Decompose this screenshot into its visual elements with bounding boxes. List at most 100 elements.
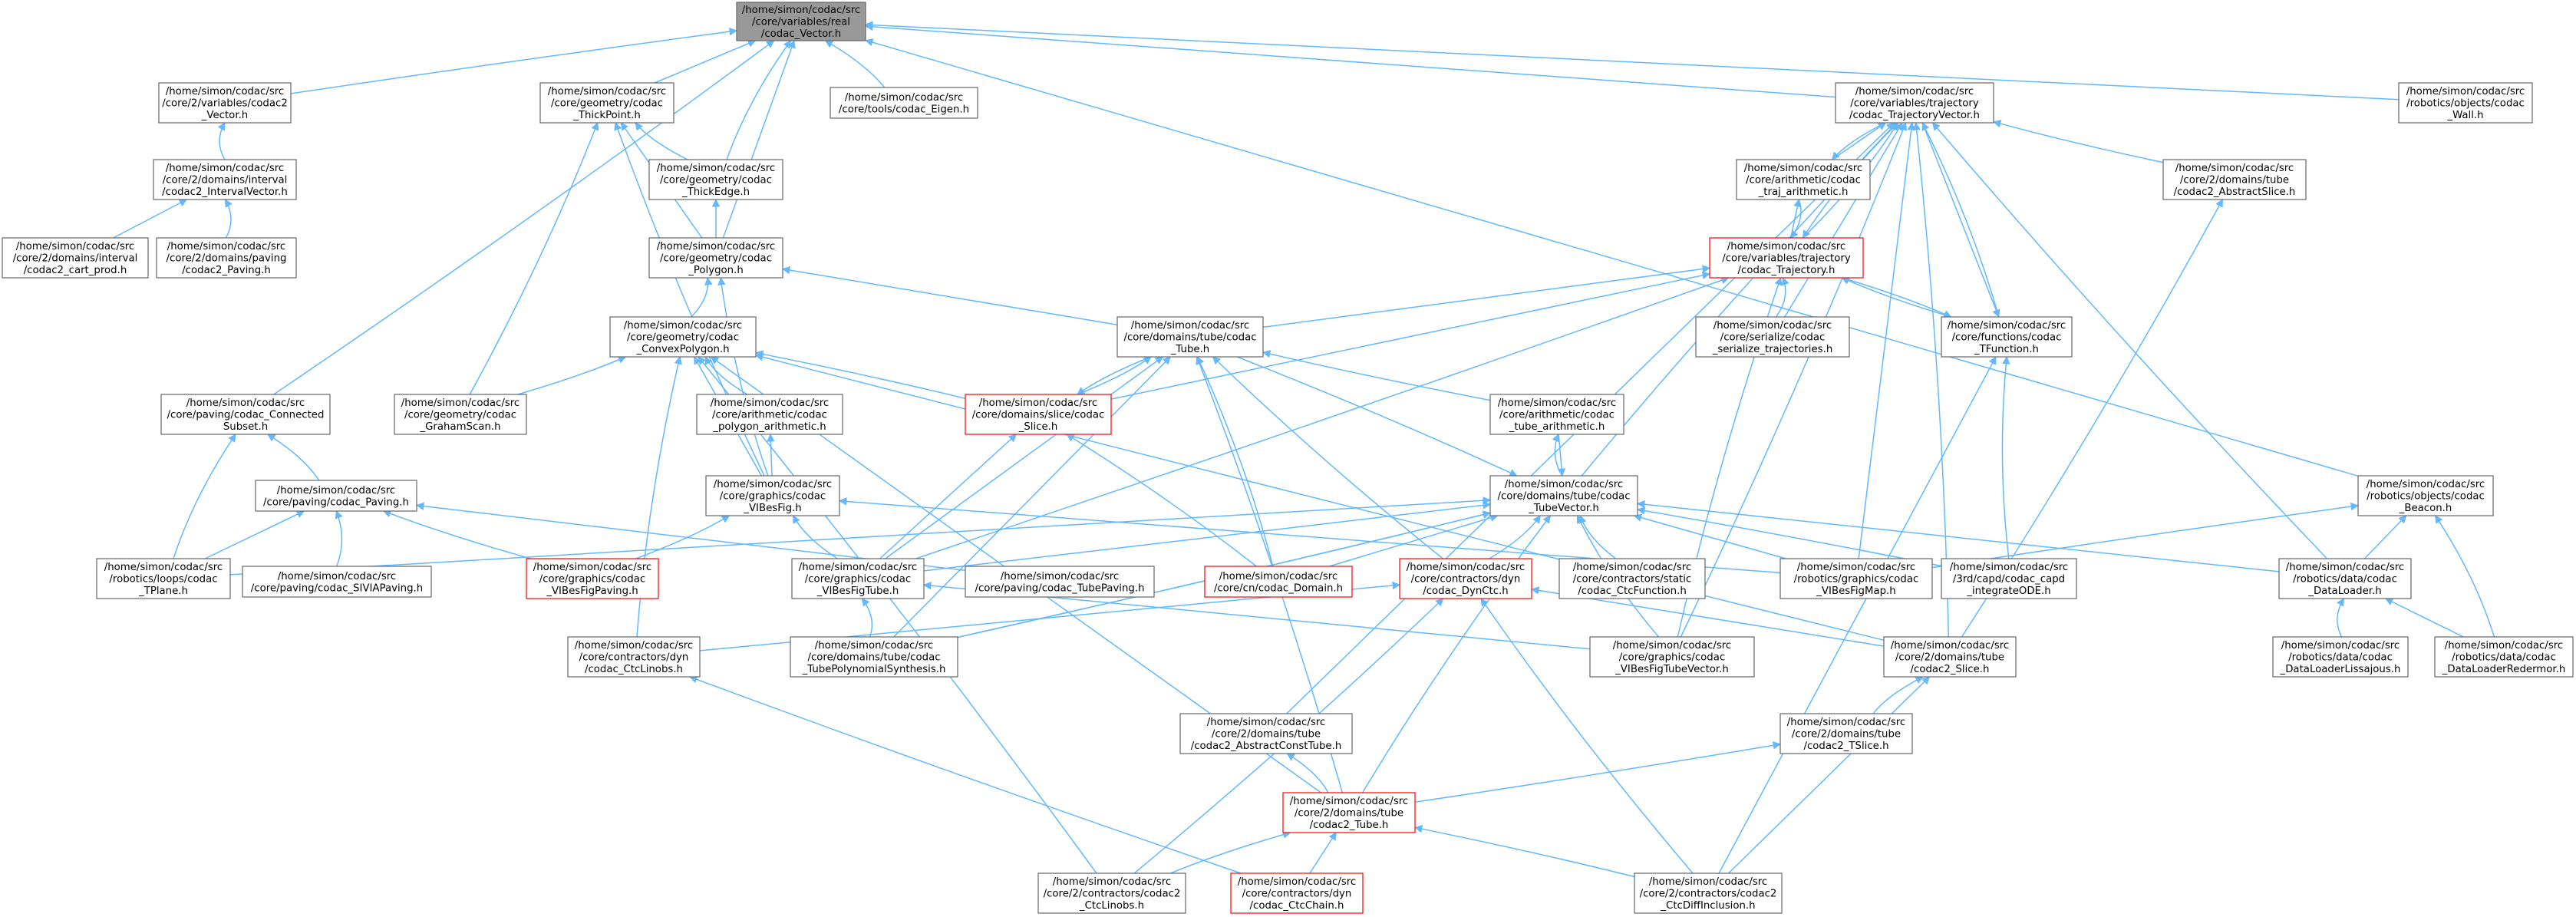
node-label-line: _TPlane.h	[138, 585, 188, 597]
node-n-connected[interactable]: /home/simon/codac/src/core/paving/codac_…	[160, 394, 331, 435]
node-label-line: /home/simon/codac/src	[575, 640, 694, 651]
node-n-domain[interactable]: /home/simon/codac/src/core/cn/codac_Doma…	[1204, 566, 1353, 598]
node-n-vibesfigmap[interactable]: /home/simon/codac/src/robotics/graphics/…	[1779, 558, 1933, 599]
node-box	[1634, 872, 1783, 914]
node-label-line: _CtcDiffInclusion.h	[1660, 900, 1755, 912]
node-label-line: _polygon_arithmetic.h	[712, 421, 826, 433]
node-label-line: /core/tools/codac_Eigen.h	[839, 104, 969, 115]
node-n-trajarith[interactable]: /home/simon/codac/src/core/arithmetic/co…	[1736, 159, 1871, 200]
node-n-ctcchain[interactable]: /home/simon/codac/src/core/contractors/d…	[1230, 872, 1364, 914]
node-box	[1179, 713, 1353, 754]
edge-n_thickpoint-to-root	[654, 39, 757, 84]
node-n-ctcdiffinclusion[interactable]: /home/simon/codac/src/core/2/contractors…	[1634, 872, 1783, 914]
node-n-convexpolygon[interactable]: /home/simon/codac/src/core/geometry/coda…	[609, 316, 757, 358]
edge-n_vibesfig-to-n_polyarith	[767, 433, 775, 477]
node-n-vibesfigpaving[interactable]: /home/simon/codac/src/core/graphics/coda…	[526, 558, 659, 599]
node-label-line: /home/simon/codac/src	[2406, 86, 2525, 97]
node-label-line: _DataLoaderLissajous.h	[2280, 664, 2401, 675]
node-n-dataloader[interactable]: /home/simon/codac/src/robotics/data/coda…	[2278, 558, 2412, 599]
edge-n_trajectory-to-n_tfunction	[1842, 277, 1952, 318]
node-label-line: /core/variables/trajectory	[1722, 253, 1851, 265]
node-n-sivia[interactable]: /home/simon/codac/src/core/paving/codac_…	[242, 566, 432, 598]
node-n-wall[interactable]: /home/simon/codac/src/robotics/objects/c…	[2398, 82, 2533, 124]
node-label-line: _Polygon.h	[688, 265, 744, 276]
node-n-cartprod[interactable]: /home/simon/codac/src/core/2/domains/int…	[2, 237, 149, 279]
node-n-grahamscan[interactable]: /home/simon/codac/src/core/geometry/coda…	[394, 394, 527, 435]
node-label-line: /core/domains/tube/codac	[1497, 491, 1630, 503]
node-n-lissajous[interactable]: /home/simon/codac/src/robotics/data/coda…	[2272, 636, 2409, 678]
node-n-thickpoint[interactable]: /home/simon/codac/src/core/geometry/coda…	[539, 82, 675, 124]
node-n-serialize[interactable]: /home/simon/codac/src/core/serialize/cod…	[1695, 316, 1850, 358]
node-label-line: /robotics/data/codac	[2293, 574, 2397, 585]
node-box	[1589, 636, 1755, 678]
node-n-thickedge[interactable]: /home/simon/codac/src/core/geometry/coda…	[648, 159, 783, 200]
node-n-eigen[interactable]: /home/simon/codac/src/core/tools/codac_E…	[830, 87, 978, 119]
node-n-intervalvector2[interactable]: /home/simon/codac/src/core/2/domains/int…	[153, 159, 297, 200]
node-n-tube2[interactable]: /home/simon/codac/src/core/2/domains/tub…	[1282, 792, 1416, 833]
node-label-line: /core/2/domains/tube	[2180, 175, 2289, 186]
node-label-line: /home/simon/codac/src	[624, 320, 743, 332]
node-n-capd[interactable]: /home/simon/codac/src/3rd/capd/codac_cap…	[1941, 558, 2077, 599]
node-n-trajvector[interactable]: /home/simon/codac/src/core/variables/tra…	[1835, 82, 1994, 124]
edge-n_grahamscan-to-n_convexpolygon	[517, 355, 627, 395]
node-box	[526, 558, 659, 599]
node-n-abstractconsttube[interactable]: /home/simon/codac/src/core/2/domains/tub…	[1179, 713, 1353, 754]
node-label-line: /home/simon/codac/src	[2286, 562, 2405, 573]
edge-n_serialize-to-n_trajvector	[1784, 122, 1903, 318]
node-box	[1230, 872, 1364, 914]
node-label-line: _TFunction.h	[1974, 344, 2039, 355]
node-n-polygon[interactable]: /home/simon/codac/src/core/geometry/coda…	[648, 237, 783, 279]
node-n-paving2[interactable]: /home/simon/codac/src/core/2/domains/pav…	[156, 237, 297, 279]
node-n-beacon[interactable]: /home/simon/codac/src/robotics/objects/c…	[2357, 475, 2494, 516]
node-n-vector2[interactable]: /home/simon/codac/src/core/2/variables/c…	[158, 82, 292, 124]
node-n-ctclinobs[interactable]: /home/simon/codac/src/core/contractors/d…	[567, 636, 701, 678]
edge-n_tube-to-n_trajectory	[1262, 265, 1711, 328]
node-n-tplane[interactable]: /home/simon/codac/src/robotics/loops/cod…	[96, 558, 231, 599]
node-n-vibesfig[interactable]: /home/simon/codac/src/core/graphics/coda…	[705, 475, 840, 516]
node-n-paving[interactable]: /home/simon/codac/src/core/paving/codac_…	[255, 480, 417, 512]
node-n-tslice2[interactable]: /home/simon/codac/src/core/2/domains/tub…	[1779, 713, 1913, 754]
node-n-trajectory[interactable]: /home/simon/codac/src/core/variables/tra…	[1709, 237, 1864, 279]
edge-n_vector2-to-root	[290, 27, 738, 94]
node-n-polyarith[interactable]: /home/simon/codac/src/core/arithmetic/co…	[696, 394, 843, 435]
node-label-line: _VIBesFigMap.h	[1816, 585, 1895, 597]
edge-n_intervalvector2-to-n_vector2	[217, 122, 226, 160]
node-n-tubearith[interactable]: /home/simon/codac/src/core/arithmetic/co…	[1489, 394, 1624, 435]
node-label-line: /robotics/graphics/codac	[1794, 574, 1919, 585]
node-n-vibesfigtubevector[interactable]: /home/simon/codac/src/core/graphics/coda…	[1589, 636, 1755, 678]
node-root[interactable]: /home/simon/codac/src/core/variables/rea…	[736, 2, 866, 41]
node-n-slice2[interactable]: /home/simon/codac/src/core/2/domains/tub…	[1883, 636, 2017, 678]
node-n-tfunction[interactable]: /home/simon/codac/src/core/functions/cod…	[1941, 316, 2073, 358]
node-box	[790, 636, 958, 678]
edge-n_wall-to-root	[864, 21, 2400, 101]
node-label-line: _tube_arithmetic.h	[1509, 421, 1605, 433]
node-n-redermor[interactable]: /home/simon/codac/src/robotics/data/coda…	[2434, 636, 2574, 678]
edge-n_abstractslice2-to-n_trajvector	[1992, 120, 2164, 163]
node-box	[567, 636, 701, 678]
node-label-line: /core/2/domains/tube	[1792, 729, 1901, 741]
node-n-slice[interactable]: /home/simon/codac/src/core/domains/slice…	[965, 394, 1112, 435]
node-label-line: /codac_CtcChain.h	[1250, 900, 1344, 912]
node-label-line: _VIBesFigTubeVector.h	[1615, 664, 1729, 675]
edge-n_tplane-to-n_tubevector	[229, 496, 1492, 576]
node-label-line: /home/simon/codac/src	[1131, 320, 1250, 332]
node-n-tubepaving[interactable]: /home/simon/codac/src/core/paving/codac_…	[965, 566, 1155, 598]
node-label-line: _traj_arithmetic.h	[1758, 186, 1849, 198]
edge-n_ctcdiffinclusion-to-n_tube2	[1413, 825, 1635, 878]
node-n-ctcfunction[interactable]: /home/simon/codac/src/core/contractors/s…	[1558, 558, 1706, 599]
node-label-line: /core/variables/trajectory	[1850, 98, 1979, 110]
node-label-line: /core/arithmetic/codac	[1499, 410, 1615, 421]
node-n-ctclinobs2[interactable]: /home/simon/codac/src/core/2/contractors…	[1037, 872, 1186, 914]
node-n-tubepoly[interactable]: /home/simon/codac/src/core/domains/tube/…	[790, 636, 958, 678]
edge-n_trajarith-to-n_trajvector	[1832, 122, 1887, 160]
node-label-line: /home/simon/codac/src	[1001, 571, 1120, 582]
edge-n_dataloader-to-n_trajvector	[1931, 122, 2328, 559]
edge-n_tfunction-to-n_trajectory	[1841, 277, 1951, 318]
node-n-dynctc[interactable]: /home/simon/codac/src/core/contractors/d…	[1399, 558, 1532, 599]
node-n-tube[interactable]: /home/simon/codac/src/core/domains/tube/…	[1116, 316, 1264, 358]
node-n-vibesfigtube[interactable]: /home/simon/codac/src/core/graphics/coda…	[791, 558, 925, 599]
node-n-abstractslice2[interactable]: /home/simon/codac/src/core/2/domains/tub…	[2162, 159, 2307, 200]
node-n-tubevector[interactable]: /home/simon/codac/src/core/domains/tube/…	[1489, 475, 1638, 516]
node-label-line: /codac2_Tube.h	[1310, 820, 1389, 831]
node-box	[2278, 558, 2412, 599]
